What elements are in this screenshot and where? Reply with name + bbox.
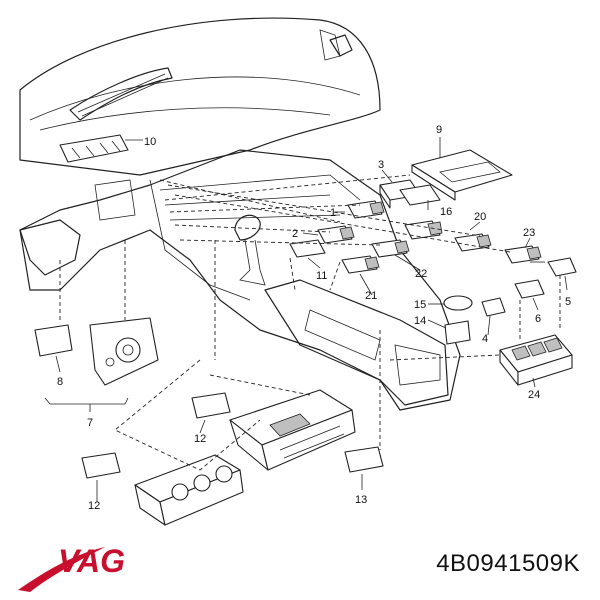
callout-12a: 12 (194, 433, 206, 445)
callout-22: 22 (415, 268, 427, 280)
part-24-switch-panel (499, 334, 573, 386)
callout-10: 10 (144, 136, 156, 148)
callout-labels: 1 2 3 4 5 6 7 8 9 10 11 12 12 13 14 15 1… (57, 124, 571, 512)
part-9-tray (411, 149, 513, 201)
callout-1: 1 (330, 207, 336, 219)
dashboard-body (19, 17, 461, 411)
callout-24: 24 (528, 389, 540, 401)
callout-4: 4 (482, 333, 488, 345)
vag-logo: VAG (18, 543, 125, 592)
callout-12b: 12 (88, 500, 100, 512)
callout-23: 23 (523, 227, 535, 239)
vag-logo-text: VAG (58, 543, 125, 579)
callout-15: 15 (414, 299, 426, 311)
callout-21: 21 (365, 290, 377, 302)
part-8-headlight-switch (34, 317, 159, 386)
callout-2: 2 (292, 228, 298, 240)
switch-parts (289, 179, 577, 345)
callout-6: 6 (535, 313, 541, 325)
callout-13: 13 (355, 494, 367, 506)
callout-7: 7 (87, 417, 93, 429)
switch-parts-lower (81, 392, 384, 479)
callout-20: 20 (474, 211, 486, 223)
vag-logo-swoosh (18, 547, 105, 592)
callout-14: 14 (414, 315, 426, 327)
callout-5: 5 (565, 296, 571, 308)
part-10-vent (59, 134, 129, 163)
callout-16: 16 (440, 206, 452, 218)
callout-11: 11 (316, 270, 327, 282)
callout-9: 9 (436, 124, 442, 136)
leader-lines (44, 137, 568, 502)
callout-3: 3 (378, 159, 384, 171)
part-number: 4B0941509K (436, 550, 580, 577)
callout-8: 8 (57, 376, 63, 388)
climate-control-unit-lower (134, 454, 244, 526)
climate-control-unit (229, 389, 356, 471)
